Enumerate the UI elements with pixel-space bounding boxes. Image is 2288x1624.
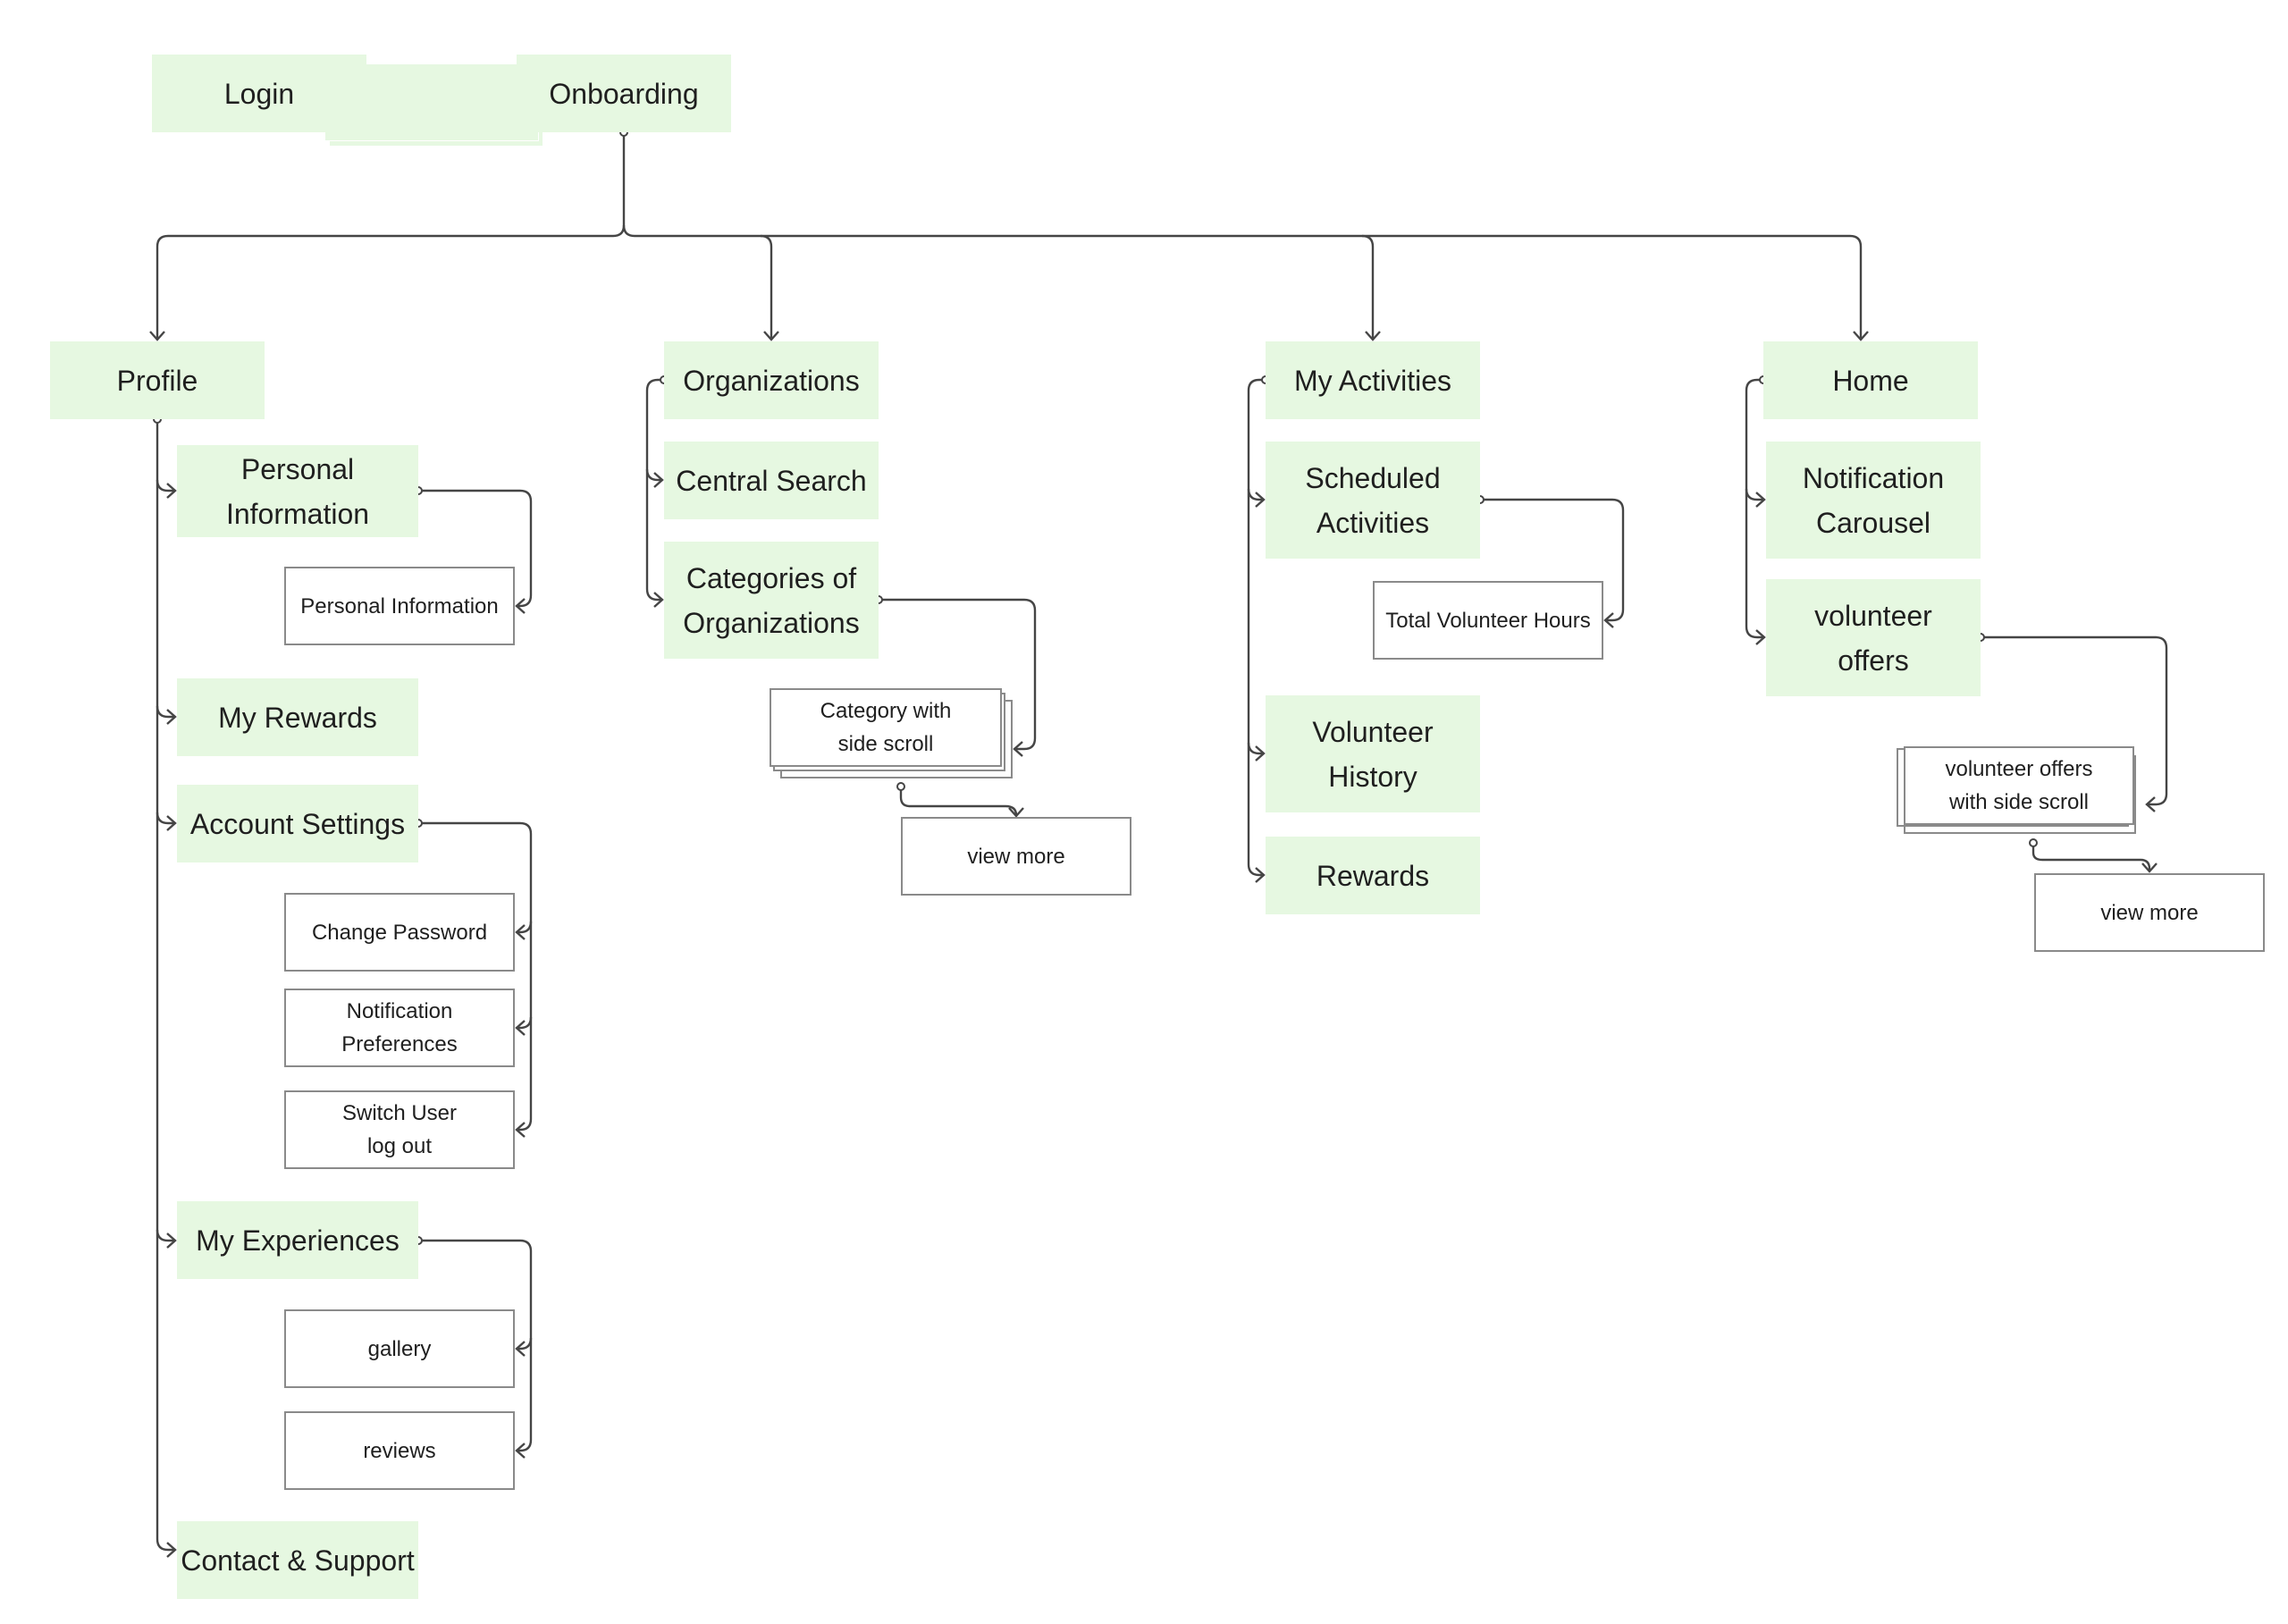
volunteer-offers-node[interactable]: volunteer offers [1766,579,1981,696]
scheduled-activities-node[interactable]: Scheduled Activities [1266,442,1480,559]
connector-arrowhead [149,331,165,341]
connector-line [422,821,533,1132]
connector-arrowhead [515,924,526,940]
connector-arrowhead [1365,331,1381,341]
connector-line [1745,488,1764,501]
connector-line [156,423,175,1552]
connector-line [645,468,662,482]
connector-arrowhead [1853,331,1869,341]
total-volunteer-hours-subnode[interactable]: Total Volunteer Hours [1373,581,1603,660]
connector-line [1984,635,2168,806]
connector-line [1247,742,1264,755]
connector-arrowhead [2141,862,2158,873]
connector-arrowhead [1255,745,1266,762]
categories-of-organizations-node[interactable]: Categories of Organizations [664,542,879,659]
change-password-subnode[interactable]: Change Password [284,893,515,972]
connector-arrowhead [166,815,177,831]
home-view-more-subnode[interactable]: view more [2034,873,2265,952]
notification-preferences-subnode[interactable]: Notification Preferences [284,989,515,1067]
connector-line [517,921,533,934]
central-search-node[interactable]: Central Search [664,442,879,519]
connector-line [156,479,175,492]
home-node[interactable]: Home [1763,341,1978,419]
connector-line [156,136,626,340]
connector-line [422,1239,533,1452]
connector-line [1745,378,1764,639]
connector-line [645,378,662,602]
rewards-node[interactable]: Rewards [1266,837,1480,914]
connector-arrowhead [1755,492,1766,508]
connector-line [1361,234,1375,340]
connector-arrowhead [515,1122,526,1138]
connector-line [760,234,773,340]
connector-origin-dot [2029,838,2038,847]
personal-information-node[interactable]: Personal Information [177,445,418,537]
connector-line [2031,846,2151,871]
connector-line [517,1016,533,1030]
connector-arrowhead [763,331,779,341]
my-activities-node[interactable]: My Activities [1266,341,1480,419]
connector-arrowhead [1255,867,1266,883]
connector-arrowhead [1603,612,1614,628]
connector-line [156,1229,175,1242]
volunteer-history-node[interactable]: Volunteer History [1266,695,1480,812]
volunteer-offers-side-scroll-subnode[interactable]: volunteer offers with side scroll [1904,746,2134,825]
connector-arrowhead [166,709,177,725]
connector-arrowhead [1755,629,1766,645]
connector-arrowhead [166,1542,177,1558]
personal-information-subnode[interactable]: Personal Information [284,567,515,645]
connector-line [1247,378,1264,877]
category-side-scroll-subnode[interactable]: Category with side scroll [770,688,1002,767]
connector-line [1484,498,1625,622]
connector-line [156,812,175,825]
my-rewards-node[interactable]: My Rewards [177,678,418,756]
switch-user-subnode[interactable]: Switch User log out [284,1090,515,1169]
connector-line [156,705,175,719]
my-experiences-node[interactable]: My Experiences [177,1201,418,1279]
connector-arrowhead [2145,796,2156,812]
organizations-node[interactable]: Organizations [664,341,879,419]
connector-arrowhead [166,483,177,499]
connector-arrowhead [515,1020,526,1036]
profile-node[interactable]: Profile [50,341,265,419]
connector-origin-dot [896,782,905,791]
connector-arrowhead [166,1233,177,1249]
connector-line [899,790,1018,816]
connector-line [422,489,533,608]
contact-support-node[interactable]: Contact & Support [177,1521,418,1599]
login-node[interactable]: Login [152,55,366,132]
connector-arrowhead [515,1341,526,1357]
connector-arrowhead [1255,492,1266,508]
connector-arrowhead [1013,741,1023,757]
connector-arrowhead [653,472,664,488]
account-settings-node[interactable]: Account Settings [177,785,418,862]
onboarding-node[interactable]: Onboarding [517,55,731,132]
notification-carousel-node[interactable]: Notification Carousel [1766,442,1981,559]
connector-line [517,1337,533,1351]
connector-line [622,224,1863,340]
connector-arrowhead [515,1443,526,1459]
connector-line [1247,488,1264,501]
gallery-subnode[interactable]: gallery [284,1309,515,1388]
org-view-more-subnode[interactable]: view more [901,817,1131,896]
reviews-subnode[interactable]: reviews [284,1411,515,1490]
connector-arrowhead [515,598,526,614]
connector-arrowhead [653,592,664,608]
connector-arrowhead [1008,807,1024,818]
connector-line [882,598,1037,751]
